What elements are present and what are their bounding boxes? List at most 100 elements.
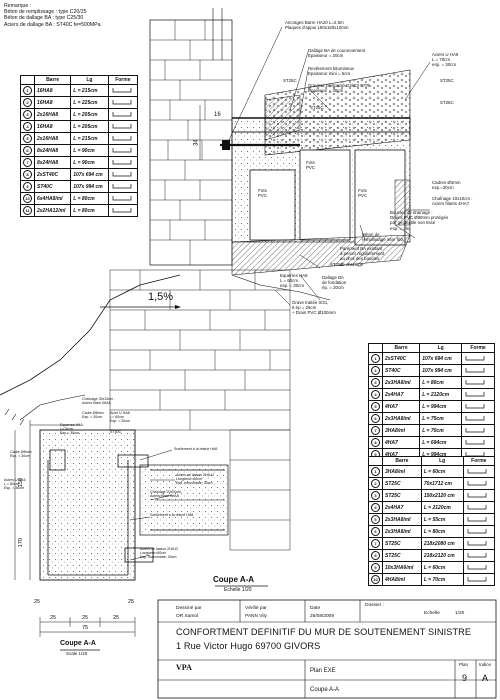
bar-shape-icon: [465, 379, 485, 384]
note-line: esp. = 30cm: [280, 283, 305, 289]
plan-number: 9: [462, 673, 468, 683]
note-line: Epaisseur = 35cm: [308, 88, 344, 94]
bar-length: L = 80cm: [419, 376, 463, 389]
dim-bottom-total: 75: [82, 625, 89, 631]
note-line: Aciers filants 4HA7: [432, 201, 470, 207]
note-equerre2: Equerres HA8 L=70cm Esp.= 30cm: [60, 423, 83, 436]
note-line: Epaisseur mini = 5cm: [308, 71, 351, 77]
bar-type: 2x3HA8/ml: [381, 412, 421, 425]
bar-shape: [462, 501, 496, 514]
bar-shape: [462, 537, 496, 550]
bar-shape: [107, 96, 139, 109]
bar-length: 107x 994 cm: [419, 364, 463, 377]
note-dallage: Dallage BA de couronnement Epaisseur = 2…: [308, 48, 365, 58]
bar-type: 4HA7: [381, 400, 421, 413]
note-line: Esp.= 30cm: [60, 431, 80, 436]
bar-number: 5: [20, 132, 35, 145]
note-line: Equerres HA8: [60, 423, 83, 427]
bar-number-circle: 3: [371, 491, 380, 500]
note-cadre3: Cadre Ø8mm Esp. = 30cm: [10, 450, 32, 458]
bar-number-circle: 5: [371, 515, 380, 524]
note-line: Aciers U HA6: [432, 52, 459, 57]
date-label: Date: [310, 606, 321, 611]
bar-length: L = 70cm: [420, 573, 464, 586]
bar-shape: [461, 412, 495, 425]
note-line: Cadre Ø8mm: [10, 450, 32, 454]
bar-type: ST25C: [382, 537, 422, 550]
note-fots-1: Fots PVC: [306, 160, 315, 170]
dim-bottom-2: 25: [82, 615, 89, 621]
table-header: [368, 343, 383, 353]
note-line: Graviers compacté G2/G3 GTR: [308, 83, 370, 88]
bar-shape: [461, 388, 495, 401]
bar-shape: [107, 120, 139, 133]
bar-number-circle: 9: [23, 182, 32, 191]
bar-type: 2x4HA7: [381, 388, 421, 401]
bar-shape-icon: [467, 528, 486, 533]
note-aciers-u: Aciers U HA6 L = 70cm esp. = 30cm: [432, 52, 458, 68]
bar-number: 9: [20, 180, 35, 193]
note-beton: Béton de remplissage inter fûts: [362, 232, 404, 242]
note-scell1: Scellement à la résine HA6: [174, 447, 218, 451]
table-header: Lg: [420, 456, 464, 466]
dim-25a: 25: [34, 599, 41, 605]
bar-length: 107x 694 cm: [70, 168, 109, 181]
note-st25c-e: ST25C: [330, 262, 344, 267]
note-line: ép. = 20cm: [322, 285, 344, 291]
bar-type: 3HA8/ml: [382, 465, 422, 478]
note-line: Drains PVC Ø80mm protégés: [390, 215, 449, 221]
note-ancrages: Ancrages Barre HA20 L=2,5m Plaques d'app…: [285, 20, 349, 30]
terrain-line: [0, 274, 181, 396]
note-chainage3: Chaînage 20x20cm Aciers filant 4HA8: [150, 490, 181, 498]
note-line: esp.=30cm: [432, 185, 454, 191]
bar-type: 16HA8: [33, 96, 72, 109]
bar-length: 150x2120 cm: [420, 489, 464, 502]
bar-type: 2xST40C: [381, 352, 421, 365]
note-fots-2: Fots PVC: [258, 188, 267, 198]
bar-number-circle: 7: [371, 539, 380, 548]
section-scale: Echelle 1/20: [224, 587, 252, 593]
bar-number: 4: [368, 501, 383, 514]
bar-type: ST40C: [381, 364, 421, 377]
bar-shape-icon: [465, 367, 485, 372]
remark-line: Aciers de dallage BA : ST40C fe=500MPa: [4, 21, 101, 28]
bar-shape-icon: [465, 403, 485, 408]
bar-shape-icon: [112, 159, 132, 164]
bar-shape: [107, 144, 139, 157]
bar-length: L = 215cm: [70, 132, 109, 145]
note-line: + Drain PVC Ø100mm: [292, 310, 336, 316]
note-line: Aciers de liaison 2HA12: [140, 547, 179, 551]
note-acier-u2: Acier U HA6 L= 60cm Esp. = 30cm: [110, 411, 130, 424]
date-value: 25/08/2009: [310, 614, 335, 619]
note-line: remplissage inter fûts: [362, 237, 404, 243]
note-line: Chaînage 35x15cm :: [82, 397, 116, 401]
section-small-scale: Scale 1/20: [66, 651, 88, 656]
note-line: Aciers filant 4HA8: [150, 494, 179, 499]
bar-length: L = 60cm: [420, 561, 464, 574]
bar-shape-icon: [112, 207, 132, 212]
note-line: PVC: [358, 193, 368, 199]
bar-length: L = 90cm: [70, 156, 109, 169]
bar-length: L = 60cm: [420, 465, 464, 478]
bar-shape: [461, 352, 495, 365]
note-line: Epaisseur = 20cm: [308, 53, 344, 59]
note-st25c-d: ST25C: [440, 100, 454, 105]
note-line: Revêtement bitumineux: [308, 66, 355, 71]
bar-number-circle: 8: [371, 551, 380, 560]
bar-length: 107x 994 cm: [70, 180, 109, 193]
bar-shape: [462, 525, 496, 538]
bar-number: 10: [20, 192, 35, 205]
note-line: Esp. = 30cm: [82, 415, 103, 420]
bar-length: 70x1712 cm: [420, 477, 464, 490]
note-line: PVC: [306, 165, 316, 171]
